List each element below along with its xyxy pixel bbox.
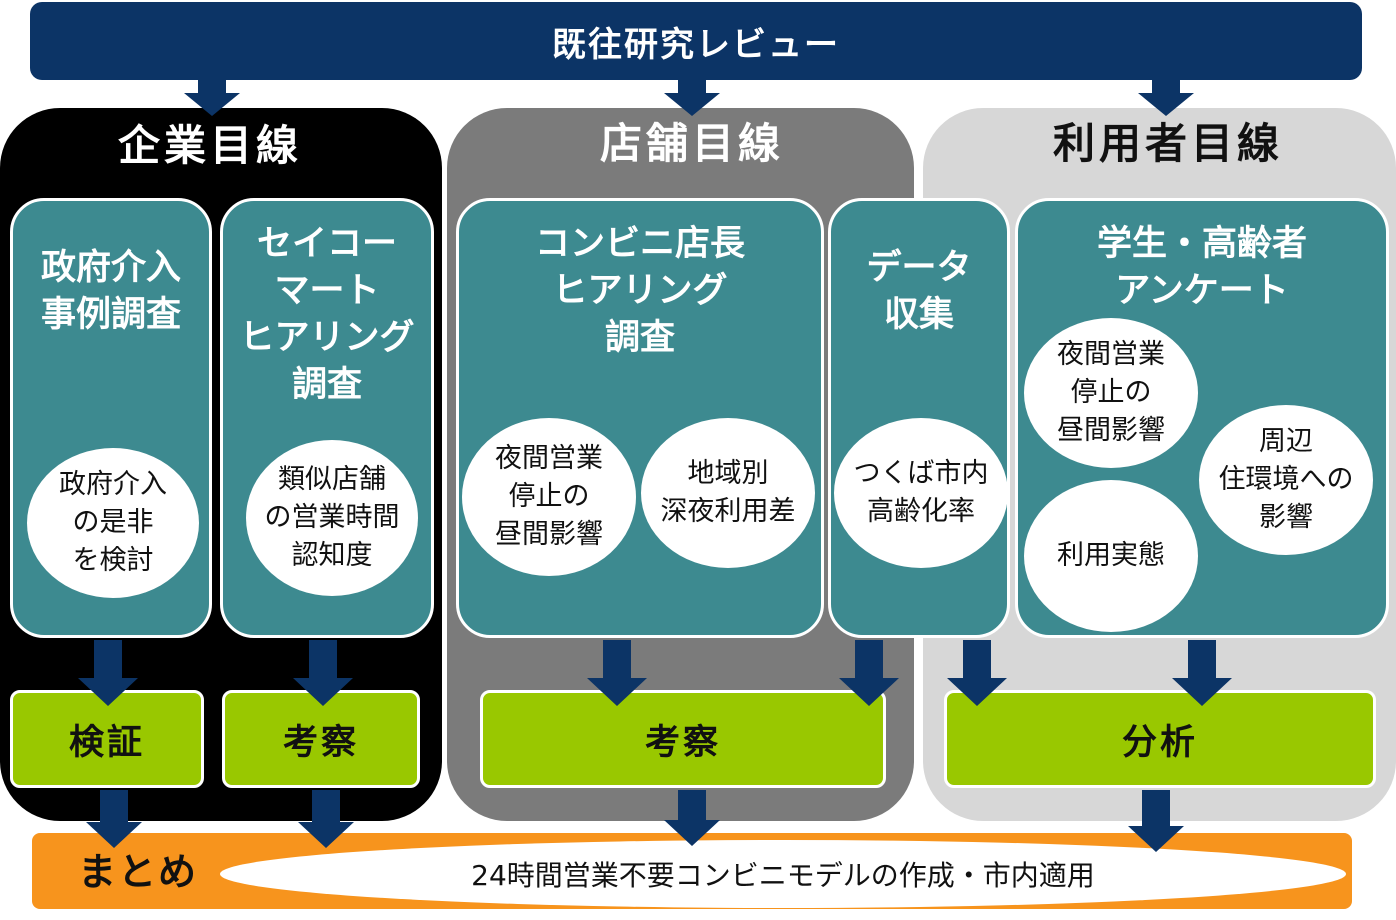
consideration-box-company: 考察 [222,690,420,788]
arrow-banner-to-store [664,80,720,116]
arrow-data-to-consideration-store [839,640,899,706]
ellipse-regional-latenight-usage: 地域別 深夜利用差 [641,418,815,568]
ellipse-surrounding-environment: 周辺 住環境への 影響 [1199,405,1373,555]
verification-box: 検証 [10,690,204,788]
panel-title: セイコー マート ヒアリング 調査 [239,224,415,405]
arrow-verification-to-summary [86,790,142,848]
ellipse-usage-actual: 利用実態 [1024,480,1198,632]
literature-review-banner: 既往研究レビュー [30,2,1362,80]
ellipse-government-intervention-merit: 政府介入 の是非 を検討 [27,448,199,598]
arrow-panel-to-consideration-store [587,640,647,706]
arrow-banner-to-user [1138,80,1194,116]
arrow-survey-to-analysis-left [947,640,1007,706]
company-perspective-title: 企業目線 [117,121,302,170]
arrow-banner-to-company [184,80,240,116]
arrow-consideration-company-to-summary [298,790,354,848]
user-perspective-title: 利用者目線 [1052,119,1283,168]
summary-ellipse: 24時間営業不要コンビニモデルの作成・市内適用 [220,840,1346,908]
ellipse-night-closure-daytime-effect: 夜間営業 停止の 昼間影響 [462,418,636,576]
panel-title: データ 収集 [866,248,972,335]
panel-title: コンビニ店長 ヒアリング 調査 [534,224,745,358]
panel-title: 政府介入 事例調査 [40,248,181,335]
arrow-survey-to-analysis-right [1172,640,1232,706]
arrow-panel-to-consideration-company [293,640,353,706]
arrow-panel-to-verification [78,640,138,706]
arrow-analysis-to-summary [1128,790,1184,852]
ellipse-similar-store-hours: 類似店舗 の営業時間 認知度 [246,440,418,596]
ellipse-tsukuba-aging-rate: つくば市内 高齢化率 [834,418,1008,568]
arrow-consideration-store-to-summary [664,790,720,846]
consideration-box-store: 考察 [480,690,886,788]
panel-title: 学生・高齢者 アンケート [1096,224,1307,311]
summary-label: まとめ [78,850,199,894]
analysis-box: 分析 [944,690,1376,788]
ellipse-night-closure-daytime-effect-user: 夜間営業 停止の 昼間影響 [1024,318,1198,468]
store-perspective-title: 店舗目線 [599,119,784,168]
